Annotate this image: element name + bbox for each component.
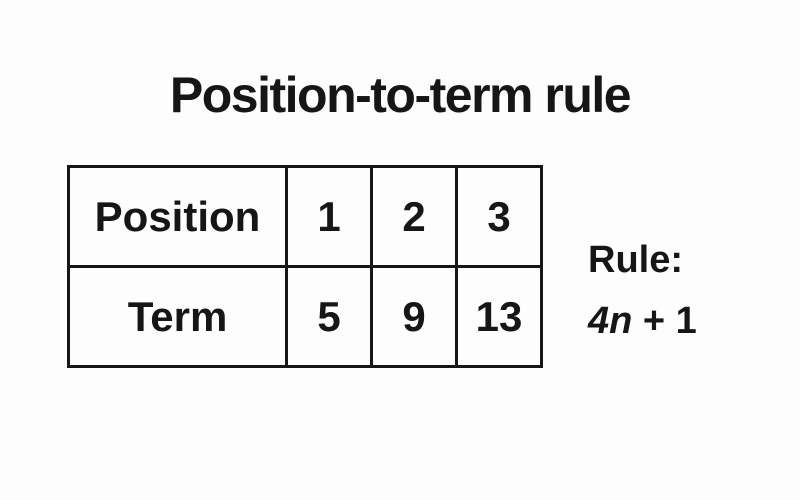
position-term-table: Position 1 2 3 Term 5 9 13: [67, 165, 543, 368]
position-value-3: 3: [455, 165, 543, 268]
table-row-position: Position 1 2 3: [67, 165, 543, 268]
term-value-1: 5: [285, 265, 373, 368]
row-label-term: Term: [67, 265, 288, 368]
position-value-1: 1: [285, 165, 373, 268]
table-row-term: Term 5 9 13: [67, 265, 543, 368]
rule-coefficient: 4: [588, 299, 610, 342]
page-title: Position-to-term rule: [169, 67, 632, 123]
term-value-2: 9: [370, 265, 458, 368]
rule-block: Rule: 4n + 1: [588, 230, 697, 352]
rule-expression: 4n + 1: [588, 291, 697, 352]
row-label-position: Position: [67, 165, 288, 268]
rule-heading: Rule:: [588, 239, 683, 281]
position-value-2: 2: [370, 165, 458, 268]
rule-variable: n: [609, 299, 633, 342]
term-value-3: 13: [455, 265, 543, 368]
rule-suffix: + 1: [632, 299, 697, 342]
